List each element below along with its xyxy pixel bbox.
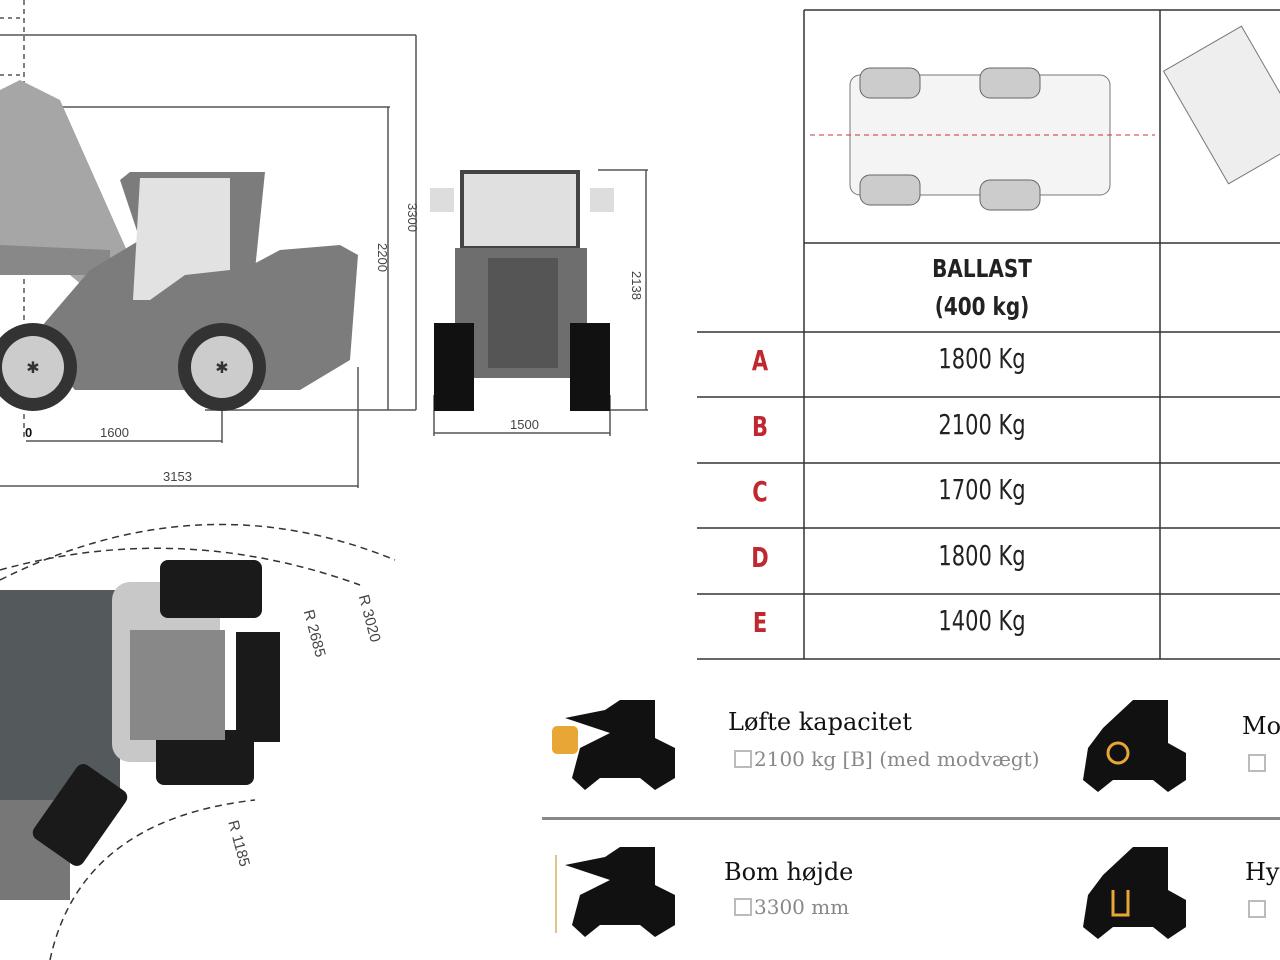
- feature-divider: [542, 817, 1280, 820]
- dim-height-total: 3300: [404, 203, 420, 232]
- row-label: E: [752, 606, 768, 639]
- feature-title: Mo: [1242, 712, 1280, 740]
- side-view-drawing: ✱ ✱: [0, 0, 648, 488]
- dim-front-width: 1500: [510, 417, 539, 432]
- row-value: 1700 Kg: [938, 473, 1026, 506]
- loader-height-icon: [555, 847, 675, 937]
- top-view-machine-image: [810, 25, 1280, 211]
- table-header-ballast: BALLAST(400 kg): [932, 254, 1032, 321]
- feature-value: 2100 kg [B] (med modvægt): [734, 747, 1040, 771]
- feature-title: Løfte kapacitet: [728, 708, 912, 736]
- row-label: A: [751, 344, 769, 377]
- dim-wheelbase: 1600: [100, 425, 129, 440]
- row-value: 1800 Kg: [938, 342, 1026, 375]
- feature-title: Hy: [1245, 858, 1280, 886]
- loader-weight-icon: [552, 700, 675, 790]
- checkbox[interactable]: [1248, 900, 1266, 918]
- loader-hydraulic-icon: [1083, 847, 1186, 939]
- load-table-grid: [697, 9, 1280, 660]
- row-value: 1800 Kg: [938, 539, 1026, 572]
- dim-origin: 0: [25, 425, 33, 440]
- turning-radius-drawing: [0, 523, 396, 960]
- svg-text:✱: ✱: [26, 360, 39, 377]
- row-value: 2100 Kg: [938, 408, 1026, 441]
- feature-title: Bom højde: [724, 858, 854, 886]
- feature-value: 3300 mm: [734, 895, 849, 919]
- feature-value: [1248, 754, 1268, 772]
- row-label: D: [751, 541, 769, 574]
- checkbox[interactable]: [1248, 754, 1266, 772]
- checkbox[interactable]: [734, 750, 752, 768]
- svg-text:✱: ✱: [215, 360, 228, 377]
- loader-engine-icon: [1083, 700, 1186, 792]
- checkbox[interactable]: [734, 898, 752, 916]
- row-value: 1400 Kg: [938, 604, 1026, 637]
- row-label: B: [751, 410, 769, 443]
- feature-value: [1248, 900, 1268, 918]
- dim-front-height: 2138: [628, 271, 644, 300]
- row-label: C: [752, 475, 768, 508]
- dim-length: 3153: [163, 469, 192, 484]
- dim-height-cab: 2200: [374, 243, 390, 272]
